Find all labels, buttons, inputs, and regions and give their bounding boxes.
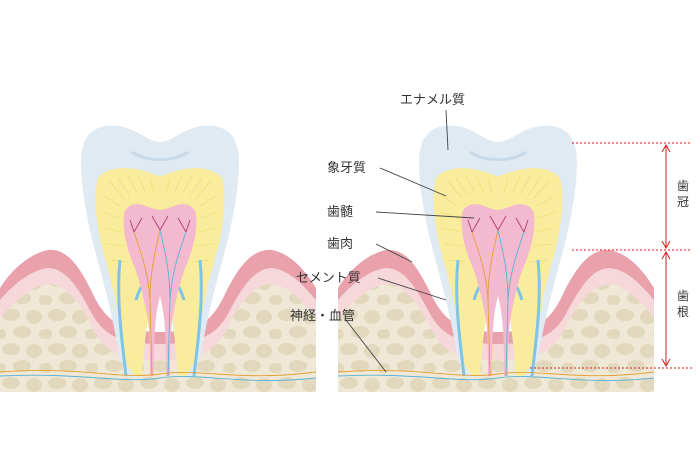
part-labels: エナメル質 象牙質 歯髄 歯肉 セメント質 神経・血管 <box>290 93 465 324</box>
label-cementum: セメント質 <box>296 271 361 286</box>
crown-root-markers: 歯 冠 歯 根 <box>530 142 692 369</box>
tooth-illustration-left <box>0 124 318 394</box>
leader-nerve-vessel <box>345 319 387 373</box>
crown-arrow <box>661 143 671 250</box>
label-enamel: エナメル質 <box>400 93 465 108</box>
label-nerve-vessel: 神経・血管 <box>290 309 355 324</box>
label-crown-1: 歯 <box>677 179 689 193</box>
label-gum: 歯肉 <box>327 237 353 252</box>
leader-pulp <box>375 211 475 219</box>
leader-enamel <box>445 109 449 151</box>
tooth-illustration-right <box>336 124 656 394</box>
label-crown-2: 冠 <box>677 195 689 209</box>
label-pulp: 歯髄 <box>327 205 353 220</box>
leader-cementum <box>377 277 447 301</box>
label-dentin: 象牙質 <box>327 161 366 176</box>
leader-lines <box>345 109 475 373</box>
root-arrow <box>661 250 671 368</box>
label-root-2: 根 <box>677 305 689 319</box>
label-root-1: 歯 <box>677 289 689 303</box>
leader-dentin <box>379 167 447 197</box>
leader-gum <box>375 243 413 263</box>
